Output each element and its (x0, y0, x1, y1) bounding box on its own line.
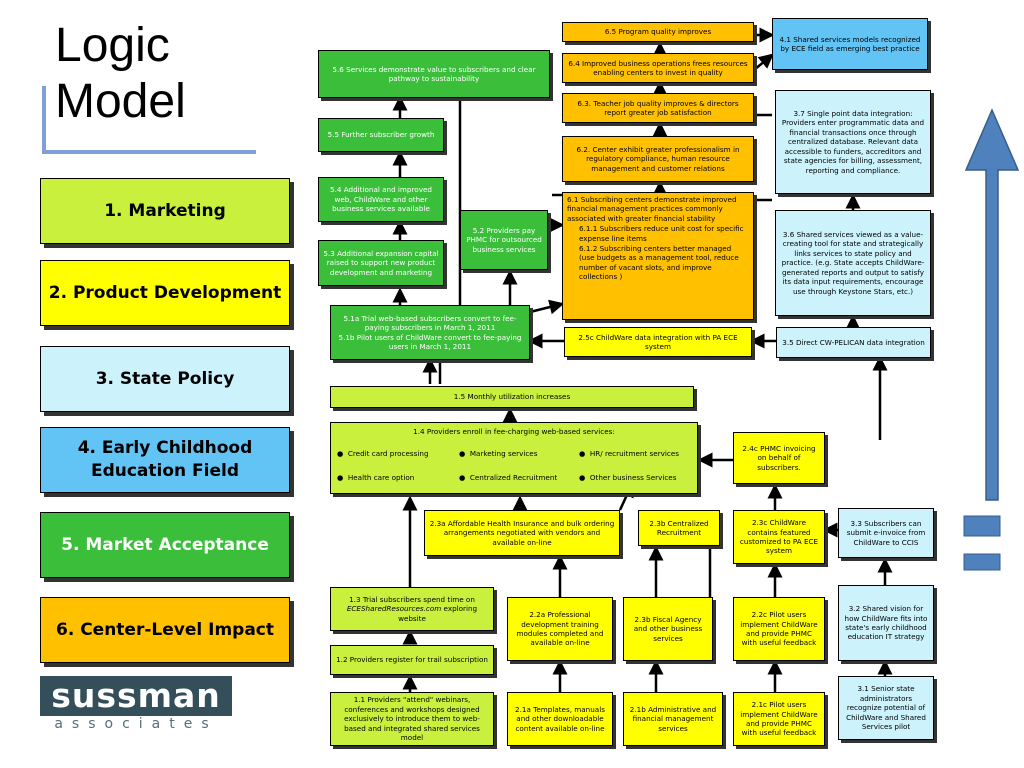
node-1-3: 1.3 Trial subscribers spend time on ECES… (330, 587, 494, 631)
legend-product-development: 2. Product Development (40, 260, 290, 326)
service-item: ● HR/ recruitment services (579, 449, 680, 458)
service-label: Credit card processing (347, 449, 429, 458)
title-accent-vertical (42, 86, 46, 152)
node-6-2: 6.2. Center exhibit greater professional… (562, 136, 754, 182)
title-line-2: Model (55, 75, 186, 128)
big-up-arrow (964, 108, 1020, 501)
node-2-2a: 2.2a Professional development training m… (507, 597, 613, 661)
node-6-4: 6.4 Improved business operations frees r… (562, 53, 754, 83)
service-label: Centralized Recruitment (469, 473, 558, 482)
node-3-5: 3.5 Direct CW-PELICAN data integration (776, 327, 931, 358)
node-3-3: 3.3 Subscribers can submit e-invoice fro… (838, 508, 934, 558)
arrow-dash-2 (963, 553, 1001, 571)
node-6-1: 6.1 Subscribing centers demonstrate impr… (562, 192, 754, 320)
node-3-2: 3.2 Shared vision for how ChildWare fits… (838, 585, 934, 661)
node-2-4c: 2.4c PHMC invoicing on behalf of subscri… (733, 432, 825, 484)
node-6-1-text: 6.1 Subscribing centers demonstrate impr… (567, 195, 737, 223)
node-6-1-2-text: 6.1.2 Subscribing centers better managed… (579, 244, 739, 282)
node-1-4-services: ● Credit card processing ● Marketing ser… (337, 449, 693, 489)
node-5-4: 5.4 Additional and improved web, ChildWa… (318, 177, 444, 222)
node-1-1: 1.1 Providers "attend" webinars, confere… (330, 692, 494, 746)
title-accent-horizontal (42, 150, 256, 154)
title-line-1: Logic (55, 19, 170, 72)
node-6-3: 6.3. Teacher job quality improves & dire… (562, 93, 754, 123)
legend-market-acceptance: 5. Market Acceptance (40, 512, 290, 578)
legend-marketing: 1. Marketing (40, 178, 290, 244)
node-1-3-line-2: ECESharedResources.com exploring website (335, 604, 489, 623)
node-5-6: 5.6 Services demonstrate value to subscr… (318, 50, 550, 98)
node-5-2: 5.2 Providers pay PHMC for outsourced bu… (460, 210, 548, 270)
sussman-logo-subtitle: associates (54, 716, 218, 732)
node-5-3: 5.3 Additional expansion capital raised … (318, 240, 444, 286)
node-2-1c: 2.1c Pilot users implement ChildWare and… (733, 692, 825, 746)
service-item: ● Other business Services (579, 473, 677, 482)
node-3-1: 3.1 Senior state administrators recogniz… (838, 676, 934, 740)
legend-center-level-impact: 6. Center-Level Impact (40, 597, 290, 663)
node-4-1: 4.1 Shared services models recognized by… (772, 18, 928, 70)
node-1-5: 1.5 Monthly utilization increases (330, 386, 694, 408)
legend-state-policy: 3. State Policy (40, 346, 290, 412)
node-2-1a: 2.1a Templates, manuals and other downlo… (507, 692, 613, 746)
node-5-5: 5.5 Further subscriber growth (318, 118, 444, 152)
sussman-logo: sussman (40, 676, 232, 716)
node-2-3b-centralized: 2.3b Centralized Recruitment (638, 510, 720, 546)
service-item: ● Centralized Recruitment (459, 473, 558, 482)
node-1-3-website: ECESharedResources.com (346, 604, 442, 614)
node-1-4-title: 1.4 Providers enroll in fee-charging web… (413, 427, 615, 436)
service-item: ● Health care option (337, 473, 415, 482)
service-label: Health care option (347, 473, 415, 482)
node-1-2: 1.2 Providers register for trail subscri… (330, 645, 494, 675)
node-3-6: 3.6 Shared services viewed as a value-cr… (775, 210, 931, 316)
service-label: HR/ recruitment services (589, 449, 680, 458)
node-1-4: 1.4 Providers enroll in fee-charging web… (330, 422, 698, 494)
arrow-6-4-to-4-1 (753, 53, 774, 71)
node-2-1b: 2.1b Administrative and financial manage… (623, 692, 723, 746)
arrow-5-1-to-6-1 (529, 299, 565, 315)
node-1-3-text-c: exploring website (398, 604, 478, 623)
arrow-dash-1 (963, 515, 1001, 537)
service-item: ● Credit card processing (337, 449, 429, 458)
node-2-5c: 2.5c ChildWare data integration with PA … (564, 327, 752, 357)
node-1-3-text-a: 1.3 Trial subscribers spend time on (349, 594, 475, 604)
node-2-3a: 2.3a Affordable Health Insurance and bul… (424, 510, 620, 556)
node-6-1-1-text: 6.1.1 Subscribers reduce unit cost for s… (579, 224, 744, 243)
node-2-3b-fiscal: 2.3b Fiscal Agency and other business se… (623, 597, 713, 661)
node-5-1: 5.1a Trial web-based subscribers convert… (330, 305, 530, 360)
node-2-2c: 2.2c Pilot users implement ChildWare and… (733, 597, 825, 661)
node-2-3c: 2.3c ChildWare contains featured customi… (733, 510, 825, 564)
service-label: Other business Services (589, 473, 677, 482)
node-3-7: 3.7 Single point data integration: Provi… (775, 90, 931, 194)
service-label: Marketing services (469, 449, 538, 458)
node-6-5: 6.5 Program quality improves (562, 22, 754, 42)
legend-early-childhood-education-field: 4. Early Childhood Education Field (40, 427, 290, 493)
service-item: ● Marketing services (459, 449, 538, 458)
